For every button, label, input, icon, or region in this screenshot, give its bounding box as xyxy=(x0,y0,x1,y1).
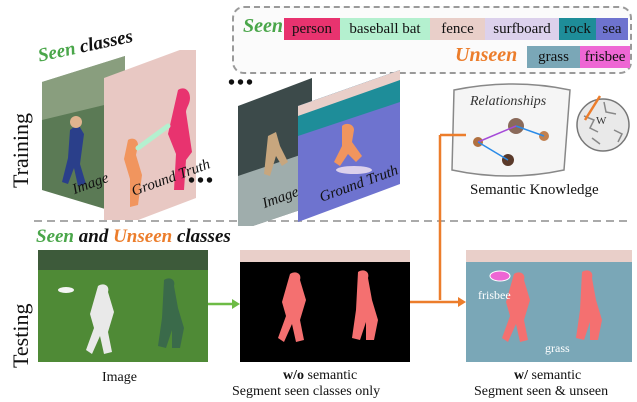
testing-heading-rest: classes xyxy=(176,226,231,247)
training-pair-1 xyxy=(42,50,196,220)
legend-chip-fence: fence xyxy=(430,18,485,40)
with-bold: w/ xyxy=(514,368,528,383)
legend-chip-grass: grass xyxy=(527,46,580,68)
legend-unseen-label: Unseen xyxy=(455,44,518,66)
testing-heading: Seen and Unseen classes xyxy=(36,226,231,248)
relationships-label: Relationships xyxy=(470,94,547,109)
legend-chip-sea: sea xyxy=(596,18,628,40)
ellipsis-2: ••• xyxy=(228,72,256,94)
legend-chip-baseball-bat: baseball bat xyxy=(340,18,430,40)
training-pair-2 xyxy=(238,70,400,226)
semantic-knowledge-caption: Semantic Knowledge xyxy=(470,182,599,198)
testing-heading-unseen: Unseen xyxy=(113,226,173,247)
with-semantic-line1: w/ semantic xyxy=(514,368,581,384)
without-semantic-panel xyxy=(240,250,410,362)
test-image-caption: Image xyxy=(102,370,137,385)
legend-seen-label: Seen xyxy=(243,15,283,37)
legend-chip-rock: rock xyxy=(559,18,596,40)
grass-label: grass xyxy=(545,341,570,355)
testing-heading-and: and xyxy=(78,226,109,247)
without-bold: w/o xyxy=(283,368,304,383)
relationships-scroll xyxy=(451,83,571,177)
legend-chip-surfboard: surfboard xyxy=(485,18,559,40)
frisbee-label: frisbee xyxy=(478,288,511,302)
ground-truth-1 xyxy=(104,50,196,220)
legend-chip-frisbee: frisbee xyxy=(580,46,630,68)
without-rest: semantic xyxy=(307,368,358,383)
test-image xyxy=(38,250,208,362)
with-rest: semantic xyxy=(531,368,582,383)
testing-heading-seen: Seen xyxy=(36,226,74,247)
ellipsis-1: ••• xyxy=(188,170,216,192)
without-semantic-line1: w/o semantic xyxy=(283,368,357,384)
with-semantic-line2: Segment seen & unseen xyxy=(474,384,609,399)
with-semantic-panel xyxy=(466,250,632,362)
without-semantic-line2: Segment seen classes only xyxy=(232,384,381,399)
legend-chip-person: person xyxy=(284,18,340,40)
svg-text:W: W xyxy=(596,115,607,127)
